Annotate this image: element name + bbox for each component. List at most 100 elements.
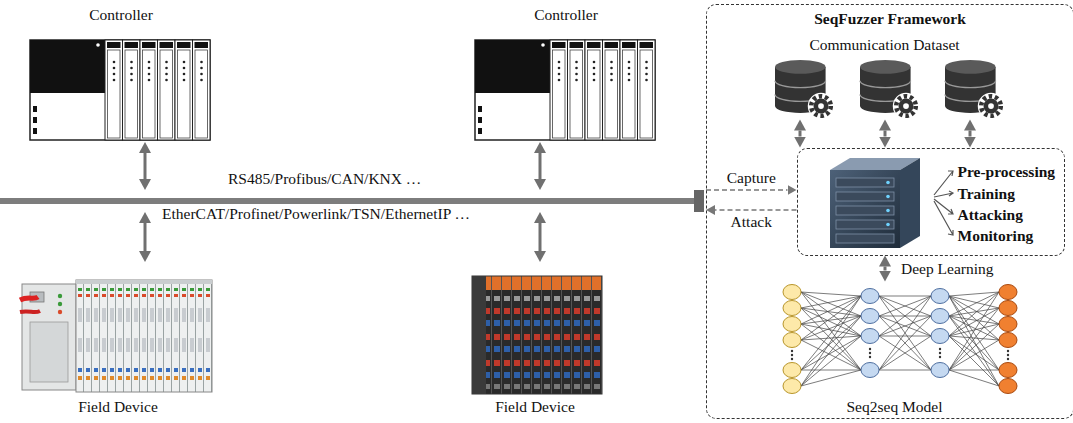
server-icon-part	[836, 220, 894, 229]
database-icon-part	[860, 60, 919, 119]
neural-network-part-part	[861, 329, 879, 344]
server-icon-part	[836, 206, 894, 215]
bus-link	[539, 153, 542, 179]
field-device-drawing-part	[472, 276, 602, 394]
server-icon-part	[836, 178, 894, 187]
field-device-drawing-part	[58, 302, 62, 306]
neural-network-part-part	[999, 285, 1017, 300]
server-icon-part	[886, 181, 890, 185]
field-device-drawing-part	[20, 311, 40, 312]
node-label: Controller	[30, 6, 212, 24]
protocol-label: EtherCAT/Profinet/Powerlink/TSN/Ethernet…	[162, 205, 470, 223]
fan-out-arrows	[934, 171, 953, 235]
controller-unit: Controller	[30, 6, 212, 142]
neural-network-part-part	[861, 309, 879, 324]
neural-network-part-part	[791, 354, 793, 356]
neural-network-part-part	[869, 352, 871, 354]
edge-label: Attack	[729, 213, 774, 231]
dataset-link-line	[884, 131, 887, 137]
field-device: Field Device	[455, 262, 615, 420]
stage-label: Monitoring	[958, 227, 1034, 245]
neural-network-part-part	[939, 348, 941, 350]
stage-label: Pre-processing	[958, 163, 1056, 181]
attack-arrow	[715, 209, 797, 211]
neural-network-part-part	[869, 356, 871, 358]
frame-title: SeqFuzzer Framework	[707, 10, 1073, 28]
neural-network-part-part	[783, 301, 801, 316]
neural-network-part-part	[999, 363, 1017, 378]
neural-network-part-part	[861, 363, 879, 378]
protocol-label: RS485/Profibus/CAN/KNX …	[228, 170, 421, 188]
neural-network	[783, 285, 1017, 394]
neural-network-part-part	[999, 301, 1017, 316]
controller-rack	[30, 40, 210, 140]
neural-network-part	[949, 292, 999, 386]
database-icon	[860, 60, 919, 119]
stage-label: Training	[958, 185, 1015, 203]
neural-network-part-part	[931, 309, 949, 324]
field-device: Field Device	[18, 262, 218, 420]
server-icon-part	[830, 170, 900, 248]
field-device-drawing	[20, 280, 212, 392]
field-device-drawing-part	[76, 280, 212, 392]
field-device-drawing	[472, 276, 602, 394]
controller-rack-part	[30, 40, 210, 140]
field-device-drawing-part	[20, 297, 38, 300]
neural-network-part-part	[791, 358, 793, 360]
node-label: Controller	[475, 6, 657, 24]
fan-out-arrows-part	[934, 201, 953, 235]
field-device-drawing-part	[472, 276, 486, 394]
dataset-group: Communication Dataset	[760, 36, 1010, 120]
framework-frame: SeqFuzzer FrameworkCommunication Dataset…	[706, 4, 1073, 419]
neural-network-part-part	[1007, 358, 1009, 360]
field-device-drawing-part	[76, 280, 212, 284]
fan-out-arrows-part	[934, 191, 953, 197]
server-icon-part	[836, 234, 894, 243]
neural-network-part-part	[783, 363, 801, 378]
server-icon	[830, 158, 920, 248]
server-icon-part	[886, 223, 890, 227]
stage-label: Attacking	[958, 206, 1023, 224]
node-label: Seq2seq Model	[770, 398, 1020, 416]
node-label: Field Device	[18, 398, 218, 416]
server-icon-part	[886, 209, 890, 213]
neural-network-part	[783, 285, 801, 394]
node-label: Field Device	[455, 398, 615, 416]
neural-network-part-part	[999, 317, 1017, 332]
neural-network-part-part	[783, 379, 801, 394]
dataset-link-line	[799, 131, 802, 137]
database-icon-part	[775, 60, 834, 119]
neural-network-part-part	[999, 379, 1017, 394]
edge-label: Capture	[725, 169, 778, 187]
field-device-drawing-part	[58, 294, 62, 298]
fieldbus-line: RS485/Profibus/CAN/KNX …EtherCAT/Profine…	[0, 198, 704, 204]
neural-network-part-part	[931, 329, 949, 344]
dataset-link	[800, 131, 970, 137]
bus-terminator	[694, 190, 704, 212]
database-icon-part	[945, 60, 1004, 119]
neural-network-part	[879, 296, 931, 370]
neural-network-part-part	[939, 352, 941, 354]
server-icon-part	[836, 192, 894, 201]
neural-network-part-part	[783, 333, 801, 348]
neural-network-part	[801, 292, 861, 386]
neural-network-part-part	[791, 350, 793, 352]
neural-network-part-part	[869, 348, 871, 350]
controller-rack-part	[475, 40, 655, 140]
dataset-link-line	[969, 131, 972, 137]
learning-link	[884, 267, 887, 271]
field-device-drawing-part	[58, 310, 62, 314]
neural-network-part	[791, 348, 1009, 360]
server-icon-part	[886, 195, 890, 199]
field-device-drawing-part	[30, 322, 68, 382]
bus-link	[144, 223, 147, 251]
database-icon	[945, 60, 1004, 119]
neural-network-part-part	[931, 363, 949, 378]
bus-link	[144, 153, 147, 179]
edge-label: Deep Learning	[899, 260, 996, 278]
neural-network-part-part	[999, 333, 1017, 348]
processing-server-box: Pre-processingTrainingAttackingMonitorin…	[797, 148, 1065, 256]
